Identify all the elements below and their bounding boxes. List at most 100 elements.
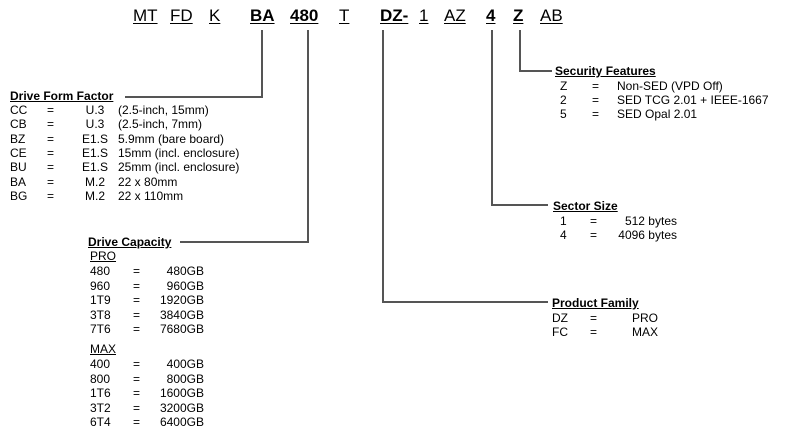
- table-cell: BG: [10, 188, 28, 203]
- table-cell: Non-SED (VPD Off): [617, 79, 723, 93]
- connector-line: [180, 241, 309, 243]
- connector-line: [307, 30, 309, 242]
- table-cell: M.2: [84, 174, 105, 189]
- table-cell: 15mm (incl. enclosure): [118, 145, 240, 160]
- part-segment: 1: [419, 6, 429, 25]
- table-cell: 6400GB: [159, 415, 204, 429]
- table-cell: =: [133, 415, 141, 429]
- table-cell: =: [47, 103, 55, 117]
- max-label: MAX: [90, 342, 117, 356]
- part-segment: DZ-: [380, 6, 409, 25]
- table-cell: =: [47, 145, 55, 160]
- table-cell: 512 bytes: [624, 214, 677, 228]
- table-cell: 3T2: [90, 400, 111, 415]
- table-cell: 400: [90, 357, 111, 371]
- table-cell: CE: [10, 145, 27, 160]
- table-cell: PRO: [632, 311, 659, 325]
- part-segment: FD: [170, 6, 193, 25]
- security-title: Security Features: [555, 64, 656, 78]
- table-cell: U.3: [85, 117, 105, 132]
- table-cell: =: [47, 131, 55, 146]
- sector-title: Sector Size: [553, 199, 618, 213]
- table-cell: BA: [10, 174, 27, 189]
- table-cell: 4: [560, 228, 567, 242]
- table-cell: 400GB: [166, 357, 204, 371]
- table-cell: (2.5-inch, 7mm): [118, 117, 203, 132]
- table-cell: MAX: [632, 325, 659, 339]
- table-cell: Z: [560, 79, 568, 93]
- table-cell: 3200GB: [159, 400, 204, 415]
- table-cell: 1T6: [90, 386, 111, 400]
- connector-line: [261, 30, 263, 97]
- table-cell: E1.S: [81, 160, 108, 175]
- table-cell: =: [133, 400, 141, 415]
- table-cell: =: [590, 228, 598, 242]
- connector-line: [125, 96, 263, 98]
- table-cell: =: [133, 322, 141, 336]
- table-cell: 22 x 110mm: [118, 188, 184, 203]
- pro-label: PRO: [90, 249, 117, 263]
- table-cell: =: [133, 371, 141, 386]
- connector-line: [491, 30, 493, 205]
- table-cell: 1T9: [90, 293, 111, 307]
- table-cell: 6T4: [90, 415, 111, 429]
- table-cell: =: [592, 93, 600, 107]
- form-factor-title: Drive Form Factor: [10, 89, 114, 103]
- connector-line: [491, 204, 548, 206]
- table-cell: 25mm (incl. enclosure): [118, 160, 240, 175]
- table-cell: 1: [560, 214, 567, 228]
- table-cell: 1920GB: [159, 293, 204, 307]
- capacity-title: Drive Capacity: [88, 235, 172, 249]
- part-segment: Z: [513, 6, 524, 25]
- table-cell: 800: [90, 371, 111, 386]
- table-cell: =: [47, 160, 55, 175]
- table-cell: 800GB: [166, 371, 204, 386]
- table-cell: 5: [560, 107, 567, 121]
- part-segment: MT: [133, 6, 158, 25]
- table-cell: SED TCG 2.01 + IEEE-1667: [617, 93, 769, 107]
- table-cell: =: [133, 357, 141, 371]
- table-cell: U.3: [85, 103, 105, 117]
- table-cell: CC: [10, 103, 28, 117]
- table-cell: 22 x 80mm: [118, 174, 178, 189]
- table-cell: =: [590, 325, 598, 339]
- table-cell: (2.5-inch, 15mm): [118, 103, 209, 117]
- table-cell: BZ: [10, 131, 26, 146]
- table-cell: =: [133, 386, 141, 400]
- part-segment: BA: [250, 6, 275, 25]
- connector-line: [519, 70, 552, 72]
- table-cell: CB: [10, 117, 27, 132]
- part-segment: AB: [540, 6, 563, 25]
- table-cell: =: [47, 117, 55, 132]
- table-cell: E1.S: [81, 145, 108, 160]
- table-cell: =: [133, 307, 141, 322]
- table-cell: =: [47, 174, 55, 189]
- table-cell: =: [133, 278, 141, 293]
- table-cell: 3T8: [90, 307, 111, 322]
- table-cell: =: [590, 311, 598, 325]
- part-segment: K: [209, 6, 221, 25]
- connector-line: [382, 301, 548, 303]
- table-cell: 480GB: [166, 264, 204, 278]
- table-cell: =: [590, 214, 598, 228]
- part-segment: AZ: [444, 6, 466, 25]
- table-cell: 480: [90, 264, 111, 278]
- table-cell: DZ: [552, 311, 568, 325]
- table-cell: 7680GB: [159, 322, 204, 336]
- table-cell: =: [592, 107, 600, 121]
- table-cell: =: [592, 79, 600, 93]
- connector-line: [382, 30, 384, 302]
- table-cell: =: [47, 188, 55, 203]
- table-cell: FC: [552, 325, 568, 339]
- family-title: Product Family: [552, 296, 639, 310]
- table-cell: 960: [90, 278, 111, 293]
- part-segment: T: [339, 6, 350, 25]
- table-cell: 960GB: [166, 278, 204, 293]
- part-segment: 480: [290, 6, 319, 25]
- table-cell: 7T6: [90, 322, 111, 336]
- table-cell: 5.9mm (bare board): [118, 131, 225, 146]
- part-segment: 4: [486, 6, 496, 25]
- table-cell: 3840GB: [159, 307, 204, 322]
- table-cell: SED Opal 2.01: [617, 107, 698, 121]
